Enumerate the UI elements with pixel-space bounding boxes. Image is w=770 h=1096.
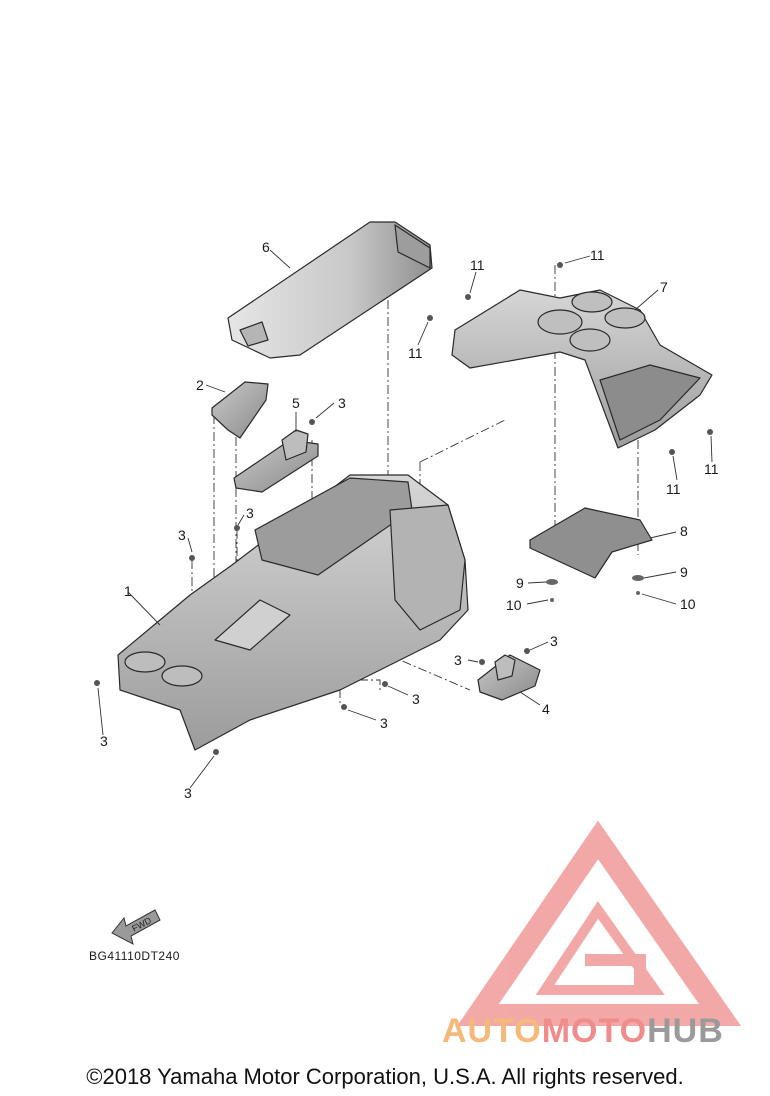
callout-11: 11 [470, 257, 485, 273]
bolt-icon [479, 659, 485, 665]
bolt-icon [213, 749, 219, 755]
callouts: 6 2 5 3 3 3 1 3 3 3 3 3 3 4 11 11 11 7 1… [100, 239, 719, 801]
callout-1: 1 [124, 583, 132, 599]
watermark-part-1: AUTO [442, 1012, 542, 1050]
callout-7: 7 [660, 279, 668, 295]
callout-3: 3 [178, 527, 186, 543]
watermark-part-2: MOTO [541, 1012, 648, 1050]
callout-3: 3 [246, 505, 254, 521]
callout-10: 10 [506, 597, 522, 613]
callout-3: 3 [412, 691, 420, 707]
callout-2: 2 [196, 377, 204, 393]
callout-3: 3 [454, 652, 462, 668]
callout-11: 11 [704, 461, 719, 477]
callout-5: 5 [292, 395, 300, 411]
bolt-icon [557, 262, 563, 268]
part-8-plate[interactable] [529, 507, 653, 579]
part-4-bracket[interactable] [477, 654, 541, 701]
callout-3: 3 [550, 633, 558, 649]
bolt-icon [341, 704, 347, 710]
bolt-icon [382, 681, 388, 687]
part-2-cover[interactable] [211, 381, 269, 439]
bolt-icon [427, 315, 433, 321]
bolt-icon [309, 419, 315, 425]
bolt-icon [669, 449, 675, 455]
fwd-arrow-icon: FWD [111, 909, 161, 945]
callout-11: 11 [408, 345, 423, 361]
callout-10: 10 [680, 596, 696, 612]
clip-icon [550, 598, 554, 602]
callout-3: 3 [100, 733, 108, 749]
leader-lines [97, 249, 713, 789]
watermark-text: AUTOMOTOHUB [442, 1012, 724, 1051]
grommet-icon [632, 575, 644, 581]
bolt-icon [234, 525, 240, 531]
bolt-icon [189, 555, 195, 561]
grommet-icon [546, 579, 558, 585]
watermark-logo [457, 820, 742, 1026]
part-1-console-body[interactable] [117, 474, 469, 751]
callout-11: 11 [590, 247, 605, 263]
callout-9: 9 [680, 564, 688, 580]
callout-3: 3 [338, 395, 346, 411]
copyright-notice: ©2018 Yamaha Motor Corporation, U.S.A. A… [86, 1064, 684, 1089]
callout-11: 11 [666, 481, 681, 497]
bolt-icon [94, 680, 100, 686]
part-6-armrest-lid[interactable] [227, 221, 433, 359]
callout-8: 8 [680, 523, 688, 539]
part-7-upper-console[interactable] [451, 289, 713, 449]
fasteners [94, 262, 713, 755]
bolt-icon [524, 648, 530, 654]
callout-3: 3 [184, 785, 192, 801]
callout-6: 6 [262, 239, 270, 255]
bolt-icon [465, 294, 471, 300]
part-5-bracket[interactable] [233, 429, 319, 493]
watermark-part-3: HUB [647, 1012, 724, 1050]
callout-4: 4 [542, 701, 550, 717]
callout-3: 3 [380, 715, 388, 731]
clip-icon [636, 591, 640, 595]
diagram-code: BG41110DT240 [89, 949, 180, 963]
bolt-icon [707, 429, 713, 435]
callout-9: 9 [516, 575, 524, 591]
